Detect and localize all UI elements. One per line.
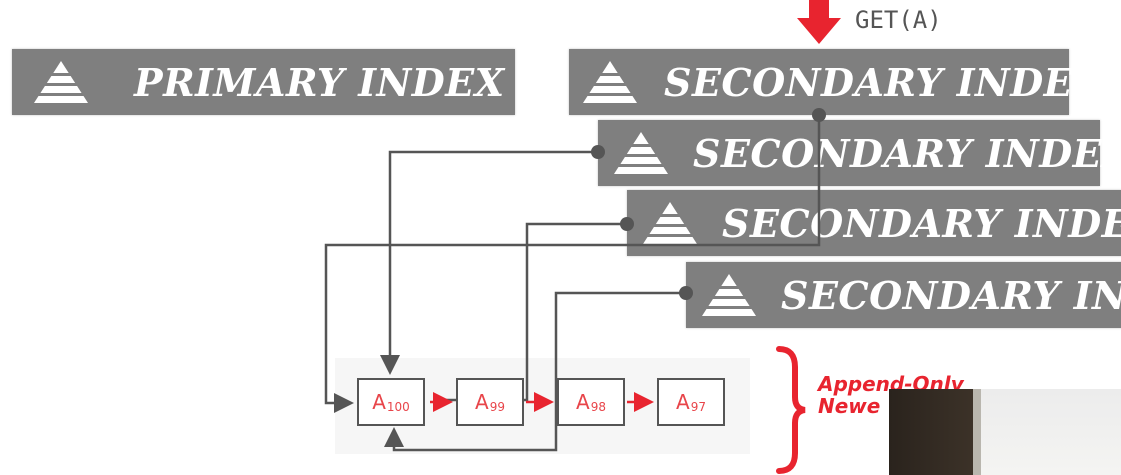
curly-brace-icon bbox=[776, 346, 806, 474]
node-sub: 100 bbox=[386, 400, 410, 414]
node-base: A bbox=[475, 390, 489, 414]
node-sub: 97 bbox=[690, 400, 706, 414]
wire-sec2-to-a100 bbox=[380, 150, 598, 375]
pyramid-icon bbox=[32, 61, 90, 103]
pyramid-icon bbox=[612, 132, 670, 174]
node-sub: 98 bbox=[590, 400, 606, 414]
get-request-label: GET(A) bbox=[855, 6, 942, 34]
secondary-index-bar-4: SECONDARY INDE bbox=[686, 262, 1121, 328]
secondary-index-bar-2: SECONDARY INDEX bbox=[598, 120, 1121, 186]
secondary-index-label-2: SECONDARY INDEX bbox=[693, 130, 1121, 176]
wire-junction-dot bbox=[591, 145, 605, 159]
wire-sec3-to-a99 bbox=[434, 222, 627, 402]
wire-junction-dot bbox=[679, 286, 693, 300]
secondary-index-label-4: SECONDARY INDE bbox=[781, 272, 1121, 318]
primary-index-label: PRIMARY INDEX bbox=[134, 59, 505, 105]
pyramid-icon bbox=[700, 274, 758, 316]
secondary-index-label-3: SECONDARY INDEX bbox=[722, 200, 1121, 246]
secondary-index-label-1: SECONDARY INDEX bbox=[664, 59, 1104, 105]
node-base: A bbox=[676, 390, 690, 414]
node-base: A bbox=[576, 390, 590, 414]
annotation-line-2: Newe bbox=[818, 394, 881, 418]
wire-junction-dot bbox=[812, 108, 826, 122]
pyramid-icon bbox=[641, 202, 699, 244]
wire-sec4-to-a98 bbox=[384, 291, 686, 452]
node-base: A bbox=[372, 390, 386, 414]
primary-index-bar: PRIMARY INDEX bbox=[12, 49, 515, 115]
secondary-index-bar-1: SECONDARY INDEX bbox=[569, 49, 1103, 115]
node-sub: 99 bbox=[489, 400, 505, 414]
pyramid-icon bbox=[581, 61, 639, 103]
video-wall bbox=[981, 389, 1121, 475]
wire-sec1-to-a100 bbox=[324, 115, 821, 413]
presenter-video-inset bbox=[889, 389, 1121, 475]
wire-junction-dot bbox=[620, 217, 634, 231]
get-request-arrow-icon bbox=[797, 0, 841, 44]
video-dark-region bbox=[889, 389, 975, 475]
video-wall-edge bbox=[973, 389, 983, 475]
